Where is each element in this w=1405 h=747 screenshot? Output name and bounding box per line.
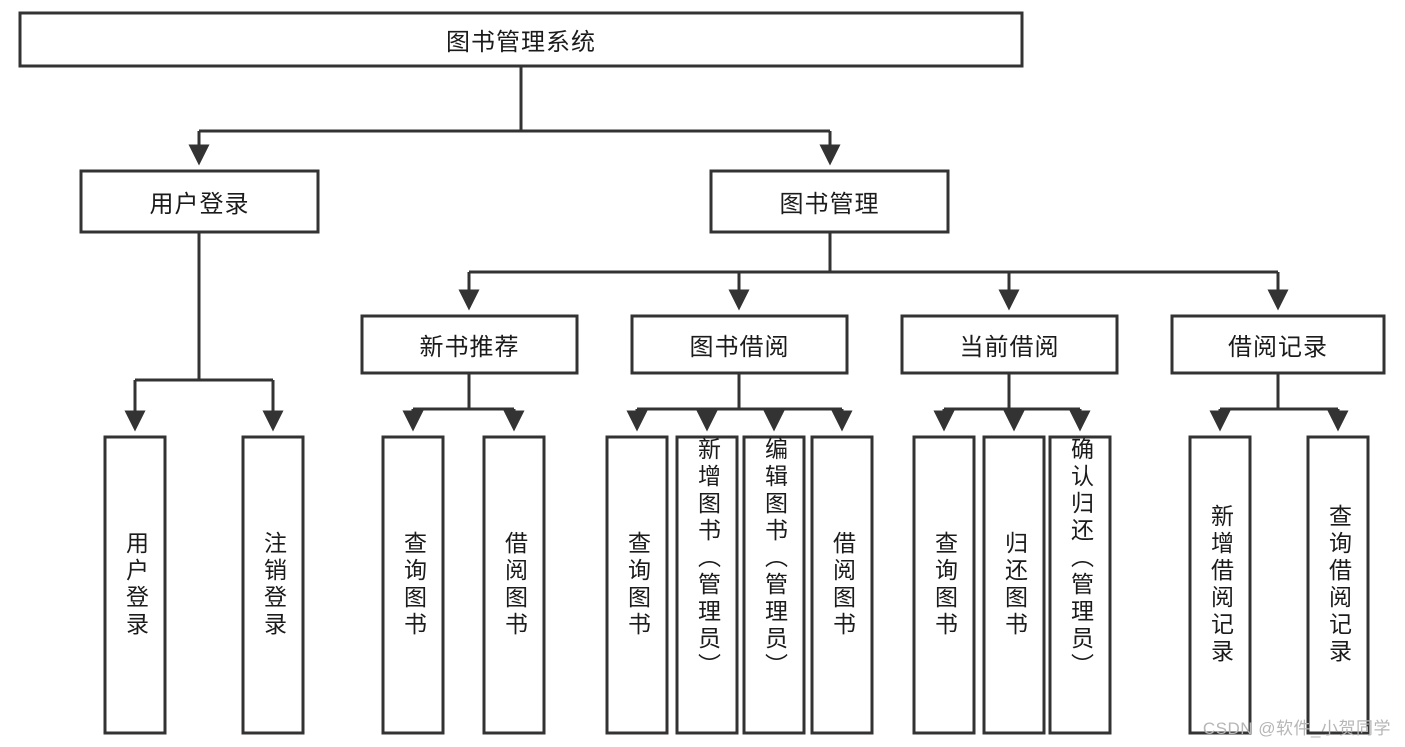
node-leaf-edit-book[interactable] (742, 435, 806, 735)
node-leaf-borrow-book-2[interactable] (810, 435, 874, 735)
node-user-login[interactable] (79, 169, 320, 234)
connector-new-book-recommend-bus (413, 373, 514, 411)
connector-user-login-bus (135, 232, 273, 382)
node-book-borrow[interactable] (630, 314, 849, 375)
node-borrow-record[interactable] (1170, 314, 1386, 375)
node-book-management[interactable] (709, 169, 950, 234)
node-leaf-user-login[interactable] (103, 435, 167, 735)
node-leaf-return-book[interactable] (982, 435, 1046, 735)
node-new-book-recommend[interactable] (360, 314, 579, 375)
node-current-borrow[interactable] (900, 314, 1119, 375)
node-root[interactable] (18, 11, 1024, 68)
node-leaf-query-book-2[interactable] (605, 435, 669, 735)
connector-borrow-record-bus (1220, 373, 1338, 411)
node-leaf-borrow-book-1[interactable] (482, 435, 546, 735)
connector-book-management-bus (469, 232, 1278, 274)
node-leaf-add-book[interactable] (675, 435, 739, 735)
connector-book-borrow-bus (637, 373, 842, 411)
node-leaf-query-book-3[interactable] (912, 435, 976, 735)
node-leaf-query-record[interactable] (1306, 435, 1370, 735)
connector-root-bus (199, 66, 830, 133)
connector-current-borrow-bus (944, 373, 1080, 411)
node-leaf-user-logout[interactable] (241, 435, 305, 735)
watermark-text: CSDN @软件_小贺同学 (1202, 719, 1391, 738)
node-leaf-query-book-1[interactable] (381, 435, 445, 735)
node-leaf-confirm-return[interactable] (1048, 435, 1112, 735)
node-leaf-add-record[interactable] (1188, 435, 1252, 735)
